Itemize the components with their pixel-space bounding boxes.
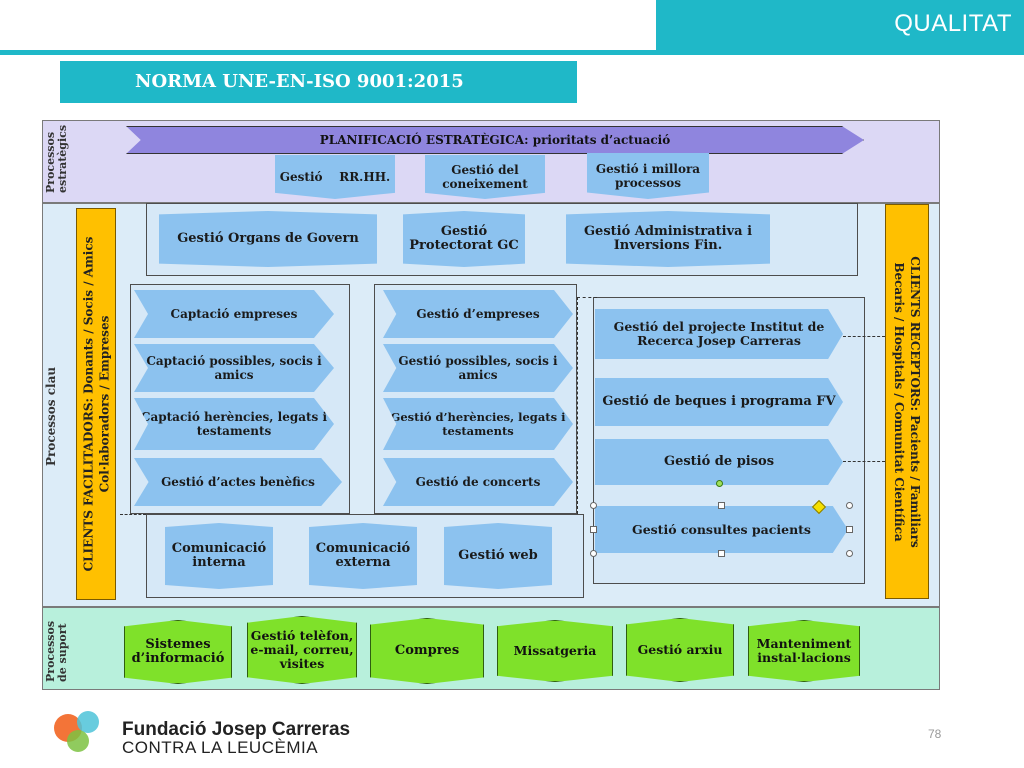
facilitator-clients-text: CLIENTS FACILITADORS: Donants / Socis / …	[80, 237, 112, 572]
norma-title: NORMA UNE-EN-ISO 9001:2015	[60, 61, 577, 103]
selection-handle	[846, 502, 853, 509]
connector-line	[577, 297, 597, 298]
receiver-clients-text: CLIENTS RECEPTORS: Pacients / Familiars …	[891, 256, 923, 548]
selection-handle	[718, 502, 725, 509]
page-number: 78	[928, 727, 942, 741]
strategic-processes-label: Processos estratègics	[44, 124, 69, 193]
facilitator-clients-bar: CLIENTS FACILITADORS: Donants / Socis / …	[76, 208, 116, 600]
management-companies: Gestió d’empreses	[383, 290, 573, 338]
support-archive: Gestió arxiu	[626, 618, 734, 682]
communication-internal: Comunicació interna	[165, 523, 273, 589]
management-inheritances: Gestió d’herències, legats i testaments	[383, 398, 573, 450]
header-title: QUALITAT	[894, 10, 1012, 37]
governance-protectorat: Gestió Protectorat GC	[403, 211, 525, 267]
capture-members: Captació possibles, socis i amics	[134, 344, 334, 392]
facilitator-clients-line2: Col·laboradors / Empreses	[97, 315, 112, 493]
receiver-clients-line2: Becaris / Hospitals / Comunitat Científi…	[892, 261, 906, 542]
foundation-name: Fundació Josep Carreras	[122, 719, 351, 740]
strategic-item-rrhh: Gestió RR.HH.	[275, 155, 395, 199]
project-patient-queries: Gestió consultes pacients	[595, 506, 848, 553]
management-members: Gestió possibles, socis i amics	[383, 344, 573, 392]
selection-handle	[590, 550, 597, 557]
governance-organs: Gestió Organs de Govern	[159, 211, 377, 267]
strategic-item-knowledge: Gestió del coneixement	[425, 155, 545, 199]
support-purchases: Compres	[370, 618, 484, 684]
connector-line	[843, 461, 885, 462]
support-information-systems: Sistemes d’informació	[124, 620, 232, 684]
governance-administrative: Gestió Administrativa i Inversions Fin.	[566, 211, 770, 267]
selection-handle	[590, 526, 597, 533]
strategic-planning-arrow: PLANIFICACIÓ ESTRATÈGICA: prioritats d’a…	[126, 126, 864, 154]
communication-web: Gestió web	[444, 523, 552, 589]
selection-handle	[846, 526, 853, 533]
foundation-subtitle: CONTRA LA LEUCÈMIA	[122, 738, 319, 757]
connector-line	[843, 336, 885, 337]
management-concerts: Gestió de concerts	[383, 458, 573, 506]
capture-charity-events: Gestió d’actes benèfics	[134, 458, 342, 506]
project-grants: Gestió de beques i programa FV	[595, 378, 843, 426]
connector-line	[577, 297, 578, 514]
project-research-institute: Gestió del projecte Institut de Recerca …	[595, 309, 843, 359]
support-processes-label: Processos de suport	[44, 620, 69, 682]
key-processes-label: Processos clau	[44, 366, 58, 466]
selection-handle	[846, 550, 853, 557]
support-phone-email: Gestió telèfon, e-mail, correu, visites	[247, 616, 357, 684]
header-title-box: QUALITAT	[656, 0, 1024, 55]
foundation-logo-icon	[54, 711, 99, 752]
facilitator-clients-line1: CLIENTS FACILITADORS: Donants / Socis / …	[81, 236, 96, 572]
communication-external: Comunicació externa	[309, 523, 417, 589]
connector-line	[120, 514, 146, 515]
capture-inheritances: Captació herències, legats i testaments	[134, 398, 334, 450]
strategic-item-processes: Gestió i millora processos	[587, 153, 709, 199]
selection-handle	[718, 550, 725, 557]
project-flats: Gestió de pisos	[595, 439, 843, 485]
header-accent-line	[0, 50, 660, 55]
selection-handle	[590, 502, 597, 509]
support-maintenance: Manteniment instal·lacions	[748, 620, 860, 682]
rotation-handle	[716, 480, 723, 487]
receiver-clients-bar: CLIENTS RECEPTORS: Pacients / Familiars …	[885, 204, 929, 599]
receiver-clients-line1: CLIENTS RECEPTORS: Pacients / Familiars	[908, 255, 922, 548]
support-messaging: Missatgeria	[497, 620, 613, 682]
capture-companies: Captació empreses	[134, 290, 334, 338]
